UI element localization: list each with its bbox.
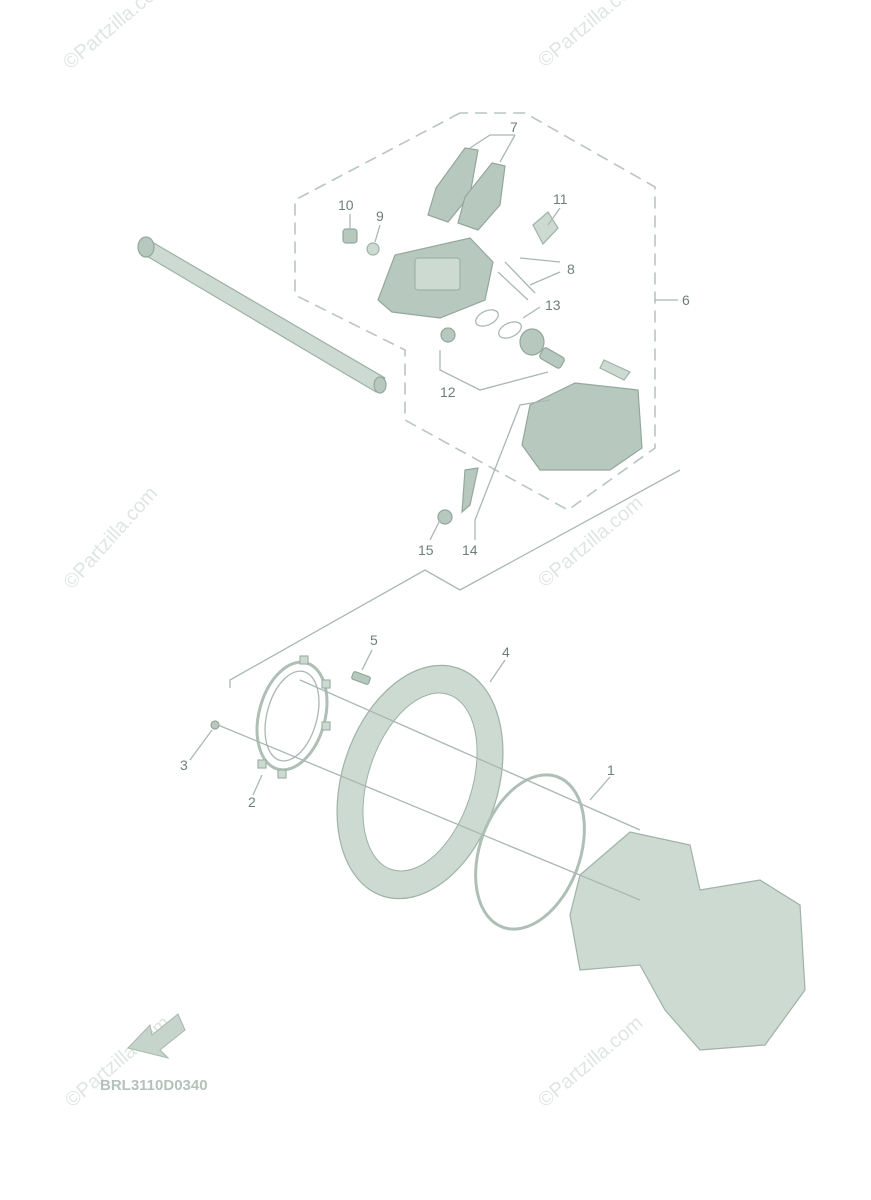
watermark-mid-left: ©Partzilla.com xyxy=(59,483,162,594)
bleeder-parts xyxy=(342,228,380,256)
brake-disc xyxy=(336,664,504,900)
callout-12: 12 xyxy=(440,384,456,400)
callout-15: 15 xyxy=(418,542,434,558)
bolt-parts-12 xyxy=(440,327,565,369)
watermarks: ©Partzilla.com ©Partzilla.com ©Partzilla… xyxy=(59,0,647,1112)
callout-13: 13 xyxy=(545,297,561,313)
leader-lines-lower xyxy=(189,649,641,901)
caliper-body xyxy=(377,237,494,319)
pad-pins xyxy=(497,261,536,301)
callout-11: 11 xyxy=(553,191,568,207)
brake-pads xyxy=(427,147,506,231)
bolts xyxy=(210,671,371,730)
callout-7: 7 xyxy=(510,119,518,135)
callout-9: 9 xyxy=(376,208,384,224)
caliper-bracket xyxy=(521,359,643,471)
hose-fitting-parts xyxy=(437,467,479,525)
leader-lines-upper xyxy=(229,134,681,688)
callout-3: 3 xyxy=(180,757,188,773)
caliper-assembly-outline xyxy=(294,112,656,511)
wheel-hub xyxy=(569,831,806,1051)
hub-adapter-plate xyxy=(255,655,331,779)
direction-arrow-icon xyxy=(127,1013,186,1059)
callout-8: 8 xyxy=(567,261,575,277)
watermark-top-left: ©Partzilla.com xyxy=(59,0,172,74)
axle-shaft xyxy=(137,236,387,394)
callout-4: 4 xyxy=(502,644,510,660)
callout-2: 2 xyxy=(248,794,256,810)
callout-6: 6 xyxy=(682,292,690,308)
callouts-upper: 7 10 9 11 8 6 13 12 15 14 xyxy=(338,119,690,558)
watermark-top-right: ©Partzilla.com xyxy=(534,0,647,72)
watermark-mid-right: ©Partzilla.com xyxy=(534,492,647,592)
watermark-bottom-right: ©Partzilla.com xyxy=(534,1012,647,1112)
watermark-bottom-left: ©Partzilla.com xyxy=(61,1012,174,1112)
callouts-lower: 5 4 1 3 2 xyxy=(180,632,615,810)
piston xyxy=(519,328,545,356)
callout-10: 10 xyxy=(338,197,354,213)
callout-1: 1 xyxy=(607,762,615,778)
callout-5: 5 xyxy=(370,632,378,648)
callout-14: 14 xyxy=(462,542,478,558)
piston-seals xyxy=(475,309,522,339)
diagram-code: BRL3110D0340 xyxy=(100,1077,208,1094)
